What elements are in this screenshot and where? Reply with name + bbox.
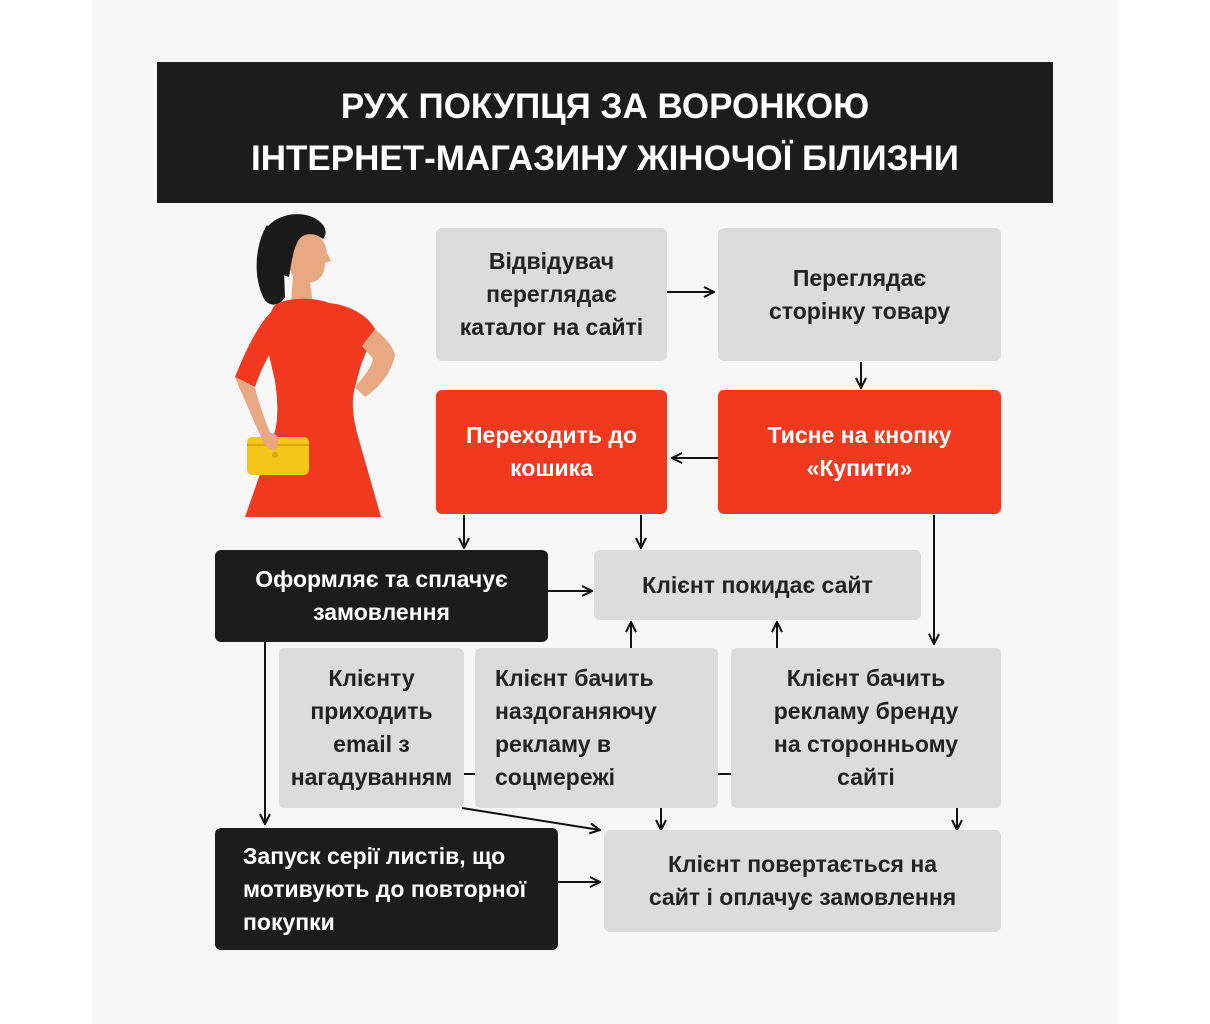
step-email-reminder: Клієнту приходить email з нагадуванням	[279, 648, 464, 808]
step-goes-to-cart: Переходить до кошика	[436, 390, 667, 514]
step-visitor-views-catalog: Відвідувач переглядає каталог на сайті	[436, 228, 667, 361]
step-brand-ad-external-site: Клієнт бачить рекламу бренду на стороннь…	[731, 648, 1001, 808]
step-client-leaves-site: Клієнт покидає сайт	[594, 550, 921, 620]
title-line-2: ІНТЕРНЕТ-МАГАЗИНУ ЖІНОЧОЇ БІЛИЗНИ	[251, 138, 959, 178]
step-retargeting-social-ad: Клієнт бачить наздоганяючу рекламу в соц…	[475, 648, 718, 808]
step-email-series-launch: Запуск серії листів, що мотивують до пов…	[215, 828, 558, 950]
woman-in-red-dress-illustration	[235, 214, 395, 517]
step-clicks-buy-button: Тисне на кнопку «Купити»	[718, 390, 1001, 514]
title-banner: РУХ ПОКУПЦЯ ЗА ВОРОНКОЮ ІНТЕРНЕТ-МАГАЗИН…	[157, 62, 1053, 203]
title-line-1: РУХ ПОКУПЦЯ ЗА ВОРОНКОЮ	[340, 86, 870, 126]
step-checkout-and-pay: Оформляє та сплачує замовлення	[215, 550, 548, 642]
step-views-product-page: Переглядає сторінку товару	[718, 228, 1001, 361]
step-client-returns-and-pays: Клієнт повертається на сайт і оплачує за…	[604, 830, 1001, 932]
